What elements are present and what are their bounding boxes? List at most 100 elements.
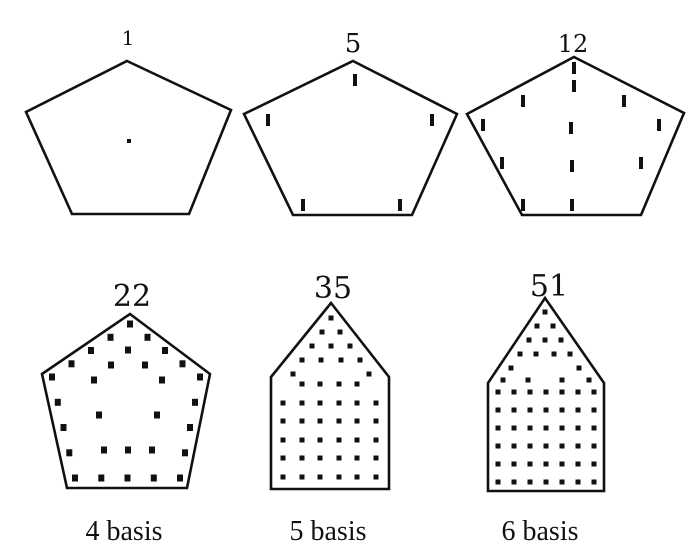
- dot: [337, 329, 343, 335]
- dot-bar: [353, 74, 357, 86]
- dot: [299, 357, 305, 363]
- dot: [96, 411, 102, 419]
- dot-bar: [622, 95, 626, 107]
- dot: [527, 461, 533, 467]
- dot-bar: [572, 80, 576, 92]
- dot: [534, 323, 540, 329]
- dot: [309, 343, 315, 349]
- dot: [559, 425, 565, 431]
- figure-number-5: 5: [345, 29, 362, 59]
- dot: [586, 377, 592, 383]
- dot: [495, 425, 501, 431]
- dot: [142, 361, 148, 369]
- dot: [542, 337, 548, 343]
- dot-bar: [570, 160, 574, 172]
- dot: [347, 343, 353, 349]
- dot: [527, 479, 533, 485]
- figure-number-51: 51: [530, 269, 568, 304]
- dot: [336, 418, 342, 424]
- dot: [559, 443, 565, 449]
- dot: [527, 407, 533, 413]
- dot: [179, 360, 186, 368]
- dot: [328, 343, 334, 349]
- dot: [354, 381, 360, 387]
- dot: [60, 424, 67, 431]
- figure-number-35: 35: [314, 271, 352, 306]
- dot: [543, 407, 549, 413]
- dot: [542, 309, 548, 315]
- dot: [144, 333, 151, 341]
- dot: [495, 461, 501, 467]
- dot: [317, 437, 323, 443]
- dot: [575, 425, 581, 431]
- dot: [124, 474, 131, 482]
- dot: [317, 400, 323, 406]
- dot: [495, 479, 501, 485]
- dot: [575, 407, 581, 413]
- dot: [576, 365, 582, 371]
- dot-bar: [521, 95, 525, 107]
- dot: [101, 446, 107, 454]
- dots-pentagon-12: [481, 62, 661, 211]
- dot-bar: [266, 114, 270, 126]
- dot-bar: [500, 157, 504, 169]
- dot: [299, 437, 305, 443]
- dots-house-35: [280, 315, 379, 480]
- dot: [49, 373, 55, 381]
- dot-bar: [301, 199, 305, 211]
- dot: [68, 360, 75, 368]
- dot: [511, 389, 517, 395]
- dot: [373, 455, 379, 461]
- dot: [125, 346, 131, 354]
- dot: [149, 446, 155, 454]
- dot: [54, 398, 61, 406]
- dots-pentagon-1: [127, 139, 131, 143]
- dot: [511, 443, 517, 449]
- dot: [317, 418, 323, 424]
- dot: [280, 437, 286, 443]
- dot: [150, 474, 157, 482]
- figure-number-1: 1: [122, 26, 135, 50]
- dot: [591, 389, 597, 395]
- dot: [559, 377, 565, 383]
- dot: [511, 425, 517, 431]
- dot: [107, 333, 114, 341]
- dot: [559, 407, 565, 413]
- dot-bar: [569, 122, 573, 134]
- dot: [366, 371, 372, 377]
- dot: [575, 479, 581, 485]
- dot: [373, 474, 379, 480]
- dot: [373, 437, 379, 443]
- house-35: [269, 300, 391, 491]
- dot: [88, 347, 94, 354]
- dot: [354, 418, 360, 424]
- dot: [354, 455, 360, 461]
- dot: [543, 389, 549, 395]
- dot: [373, 418, 379, 424]
- dot: [299, 474, 305, 480]
- dots-house-51: [495, 309, 597, 485]
- dot: [192, 398, 198, 406]
- dot: [543, 443, 549, 449]
- dot: [559, 389, 565, 395]
- dot: [154, 411, 160, 419]
- dot: [559, 461, 565, 467]
- dot: [299, 418, 305, 424]
- dot: [197, 373, 203, 381]
- caption-5-basis: 5 basis: [290, 516, 367, 547]
- dot: [567, 351, 573, 357]
- dot: [543, 461, 549, 467]
- dot: [525, 377, 531, 383]
- dot: [591, 407, 597, 413]
- dot: [354, 474, 360, 480]
- dot: [591, 461, 597, 467]
- dot-bar: [657, 119, 661, 131]
- dot-bar: [481, 119, 485, 131]
- dot: [127, 320, 133, 328]
- dot: [551, 351, 557, 357]
- dot: [177, 474, 183, 482]
- dot: [317, 455, 323, 461]
- dot: [127, 139, 131, 143]
- pentagon-12: [465, 55, 686, 217]
- dot: [543, 425, 549, 431]
